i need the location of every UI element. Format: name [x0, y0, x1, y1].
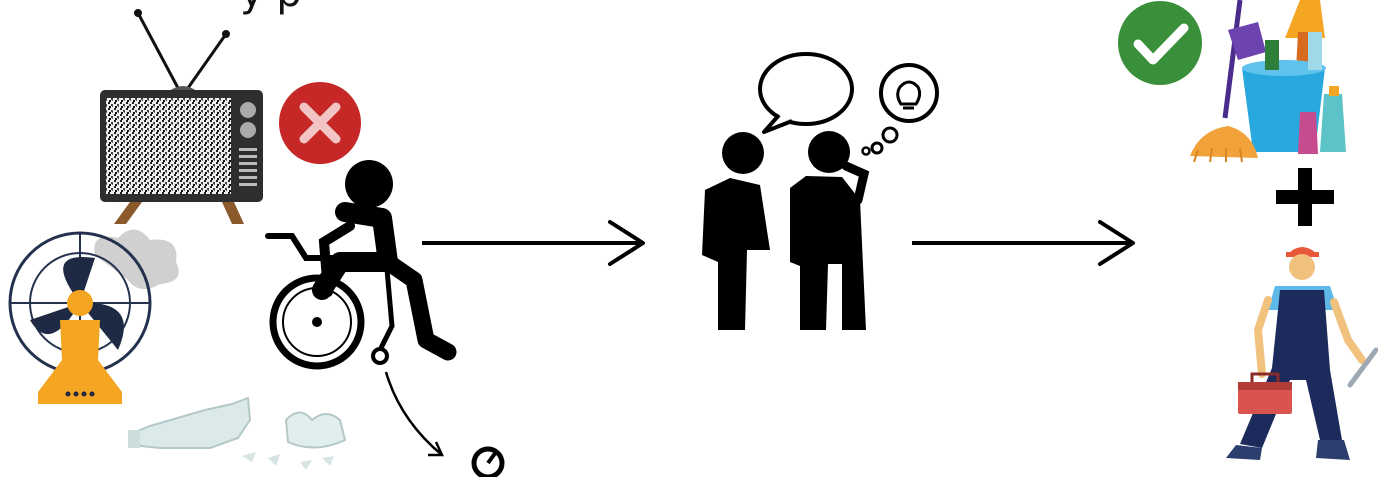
plus-icon	[1276, 168, 1334, 226]
broken-fan-icon	[8, 229, 179, 404]
broken-tv-icon	[100, 9, 263, 224]
idea-thought-bubble-icon	[861, 63, 939, 156]
speech-bubble-icon	[758, 52, 854, 134]
cleaning-supplies-icon	[1190, 0, 1346, 163]
process-arrow-1	[422, 220, 645, 266]
fall-arrow-icon	[384, 371, 444, 457]
caption-fragment: y p	[240, 0, 302, 16]
allowed-mark-icon	[1118, 1, 1202, 85]
wheelchair-user-icon	[265, 160, 457, 370]
broken-glass-icon	[128, 396, 347, 470]
two-people-talking-icon	[702, 131, 870, 330]
handyman-icon	[1226, 247, 1378, 460]
disallowed-mark-icon	[279, 82, 361, 164]
process-arrow-2	[912, 220, 1135, 266]
lost-wheel-icon	[471, 446, 505, 477]
